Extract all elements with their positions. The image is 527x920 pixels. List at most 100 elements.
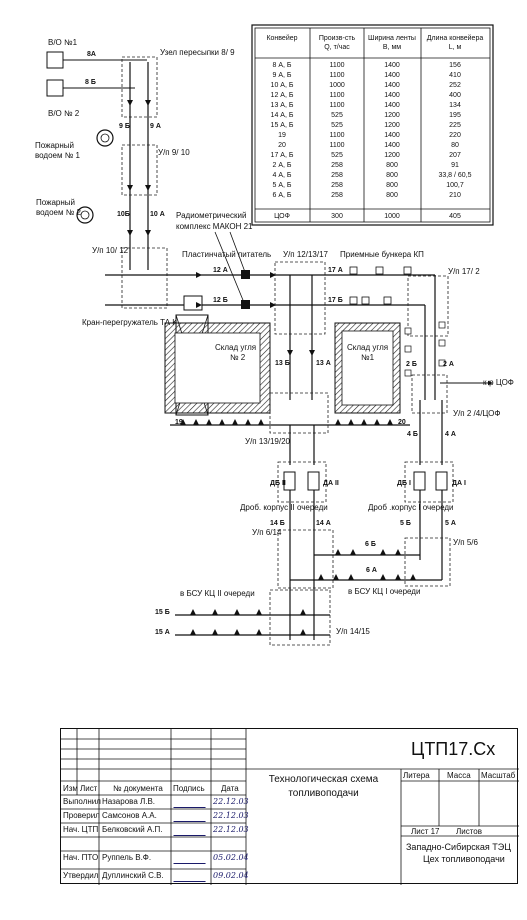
table-cell: 1100 bbox=[329, 142, 344, 149]
conveyor-6-ticks bbox=[318, 549, 416, 580]
table-cell: 1200 bbox=[384, 112, 400, 119]
node-8-9 bbox=[121, 56, 158, 118]
table-cell: 258 bbox=[331, 162, 343, 169]
conveyor-8b-label: 8 Б bbox=[85, 79, 96, 86]
table-cell: 1000 bbox=[329, 82, 345, 89]
table-cell: 1200 bbox=[384, 122, 400, 129]
table-cell: 195 bbox=[449, 112, 461, 119]
storage-1-label-a: Склад угля bbox=[347, 343, 388, 352]
bo1-label: В/О №1 bbox=[48, 38, 78, 47]
node-14-15 bbox=[269, 589, 331, 646]
col-izm: Изм bbox=[63, 784, 78, 793]
fire-pond-1-label-a: Пожарный bbox=[35, 141, 74, 150]
coal-storage-1 bbox=[334, 322, 401, 414]
document-title-b: топливоподачи bbox=[288, 788, 359, 799]
table-cell: 33,8 / 60,5 bbox=[438, 172, 471, 179]
conveyor-10a-label: 10 А bbox=[150, 211, 165, 218]
table-cell: 225 bbox=[449, 122, 461, 129]
table-cell: 258 bbox=[331, 192, 343, 199]
table-header-cell: Произв-сть bbox=[319, 35, 356, 42]
crusher-db1 bbox=[413, 471, 426, 491]
table-cell: 9 А, Б bbox=[273, 72, 292, 79]
flow-arrows-13 bbox=[287, 350, 315, 356]
conveyor-9b-label: 9 Б bbox=[119, 123, 130, 130]
massa-label: Масса bbox=[447, 771, 471, 780]
approval-name: Руппель В.Ф. bbox=[102, 853, 152, 862]
conveyor-9a-label: 9 А bbox=[150, 123, 161, 130]
node-2-4-cof-label: У/п 2 /4/ЦОФ bbox=[453, 409, 500, 418]
table-header-cell: В, мм bbox=[383, 44, 401, 51]
conveyor-10b-label: 10Б bbox=[117, 211, 130, 218]
table-cell: 800 bbox=[386, 192, 398, 199]
signature-mark bbox=[173, 873, 209, 882]
node-6-14 bbox=[277, 529, 334, 589]
table-cell: 800 bbox=[386, 182, 398, 189]
table-cell: 258 bbox=[331, 182, 343, 189]
table-cell: 220 bbox=[449, 132, 461, 139]
document-title-a: Технологическая схема bbox=[268, 774, 379, 785]
node-5-6 bbox=[404, 537, 451, 587]
conveyor-15a-label: 15 А bbox=[155, 629, 170, 636]
signature-mark bbox=[173, 813, 209, 822]
node-9-10-label: У/п 9/ 10 bbox=[158, 148, 190, 157]
conveyor-17a-label: 17 А bbox=[328, 267, 343, 274]
table-cell: 1100 bbox=[329, 132, 344, 139]
table-cell: 14 А, Б bbox=[271, 112, 294, 119]
crane-label: Кран-перегружатель ТА KRAFT bbox=[82, 318, 199, 327]
cof-label: к-р ЦОФ bbox=[483, 378, 514, 387]
crusher-da2 bbox=[307, 471, 320, 491]
table-cell: 17 А, Б bbox=[271, 152, 294, 159]
crusher-house-1-label: Дроб .корпус I очереди bbox=[368, 503, 454, 512]
table-cell: 15 А, Б bbox=[271, 122, 294, 129]
crusher-db2-label: ДБ II bbox=[270, 480, 286, 487]
conveyor-15b-label: 15 Б bbox=[155, 609, 170, 616]
table-cell: 1100 bbox=[329, 62, 344, 69]
conveyor-20-label: 20 bbox=[398, 419, 406, 426]
table-cell: 400 bbox=[449, 92, 461, 99]
node-2-4-cof bbox=[411, 374, 448, 414]
col-list: Лист bbox=[80, 784, 98, 793]
document-code: ЦТП17.Сх bbox=[411, 739, 496, 759]
table-cell: 2 А, Б bbox=[273, 162, 292, 169]
node-17-2-label: У/п 17/ 2 bbox=[448, 267, 480, 276]
table-cell: 800 bbox=[386, 162, 398, 169]
table-cell: 210 bbox=[449, 192, 461, 199]
fire-pond-2 bbox=[76, 206, 94, 224]
coal-storage-2 bbox=[164, 322, 271, 414]
table-cell: ЦОФ bbox=[274, 213, 290, 220]
receiving-bunkers bbox=[349, 266, 412, 305]
node-10-12-label: У/п 10/ 12 bbox=[92, 246, 129, 255]
table-cell: 207 bbox=[449, 152, 461, 159]
approval-role: Утвердил bbox=[63, 871, 99, 880]
plate-feeder bbox=[183, 295, 203, 311]
table-cell: 252 bbox=[449, 82, 461, 89]
fire-pond-1 bbox=[96, 129, 114, 147]
table-cell: 134 bbox=[449, 102, 461, 109]
table-cell: 405 bbox=[449, 213, 461, 220]
conveyor-6a-label: 6 А bbox=[366, 567, 377, 574]
table-cell: 5 А, Б bbox=[273, 182, 292, 189]
radiometric-sensor-b bbox=[241, 300, 250, 309]
conveyor-5b-label: 5 Б bbox=[400, 520, 411, 527]
litera-label: Литера bbox=[403, 771, 430, 780]
conveyor-12a-label: 12 А bbox=[213, 267, 228, 274]
approval-role: Проверил bbox=[63, 811, 100, 820]
conveyor-2b-label: 2 Б bbox=[406, 361, 417, 368]
table-cell: 13 А, Б bbox=[271, 102, 294, 109]
conveyor-4a-label: 4 А bbox=[445, 431, 456, 438]
conveyor-13b-label: 13 Б bbox=[275, 360, 290, 367]
table-cell: 91 bbox=[451, 162, 459, 169]
crusher-da1 bbox=[435, 471, 448, 491]
crusher-house-1 bbox=[404, 461, 454, 503]
feeder-label: Пластинчатый питатель bbox=[182, 250, 271, 259]
table-cell: 800 bbox=[386, 172, 398, 179]
approval-name: Дуплинский С.В. bbox=[102, 871, 164, 880]
bo2-label: В/О № 2 bbox=[48, 109, 80, 118]
bsu-2-label: в БСУ КЦ II очереди bbox=[180, 589, 255, 598]
radiometric-label-a: Радиометрический bbox=[176, 211, 246, 220]
table-cell: 258 bbox=[331, 172, 343, 179]
crusher-house-2 bbox=[277, 461, 327, 503]
conveyor-6b-label: 6 Б bbox=[365, 541, 376, 548]
storage-1-label-b: №1 bbox=[361, 353, 375, 362]
approval-role: Нач. ЦТП bbox=[63, 825, 99, 834]
